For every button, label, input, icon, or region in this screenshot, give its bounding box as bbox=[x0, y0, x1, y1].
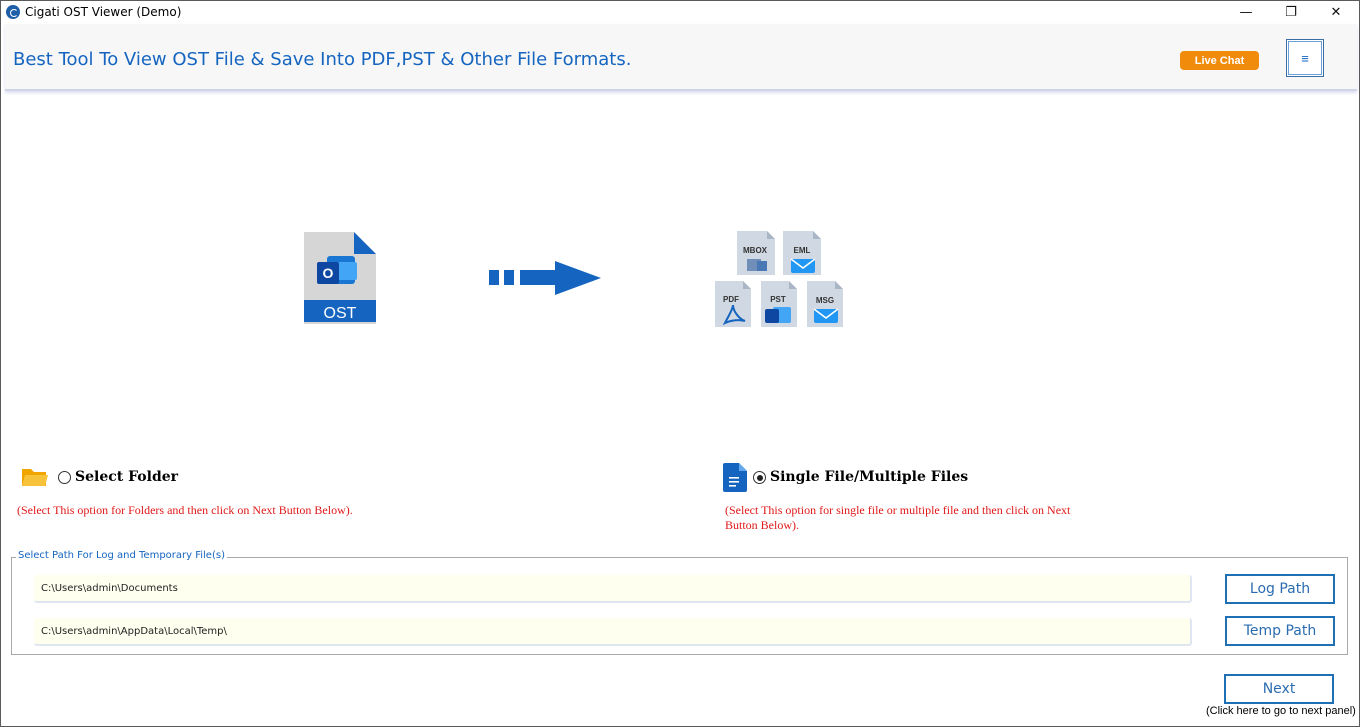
close-button[interactable]: ✕ bbox=[1330, 4, 1342, 20]
log-path-input[interactable]: C:\Users\admin\Documents bbox=[34, 575, 1192, 603]
ost-badge-letter: O bbox=[323, 265, 334, 281]
next-button-hint: (Click here to go to next panel) bbox=[1206, 705, 1356, 717]
banner-title: Best Tool To View OST File & Save Into P… bbox=[13, 49, 632, 70]
eml-label: EML bbox=[794, 246, 811, 255]
eml-file-icon: EML bbox=[783, 231, 821, 275]
folder-icon bbox=[22, 469, 48, 486]
single-multiple-files-radio[interactable] bbox=[753, 471, 766, 484]
maximize-button[interactable]: ❐ bbox=[1285, 4, 1297, 20]
msg-file-icon: MSG bbox=[807, 281, 843, 327]
minimize-button[interactable]: — bbox=[1239, 4, 1253, 20]
temp-path-input[interactable]: C:\Users\admin\AppData\Local\Temp\ bbox=[34, 618, 1192, 646]
path-group-legend: Select Path For Log and Temporary File(s… bbox=[16, 550, 227, 561]
log-path-button[interactable]: Log Path bbox=[1225, 574, 1335, 604]
document-icon bbox=[723, 463, 747, 492]
pst-label: PST bbox=[770, 295, 786, 304]
live-chat-button[interactable]: Live Chat bbox=[1180, 51, 1259, 70]
path-settings-group: Select Path For Log and Temporary File(s… bbox=[11, 550, 1348, 655]
convert-arrow-icon bbox=[489, 261, 601, 295]
mbox-file-icon: MBOX bbox=[737, 231, 775, 275]
msg-label: MSG bbox=[816, 296, 834, 305]
single-multiple-files-hint: (Select This option for single file or m… bbox=[725, 503, 1071, 532]
menu-button[interactable]: ≡ bbox=[1286, 39, 1324, 77]
header-banner: Best Tool To View OST File & Save Into P… bbox=[5, 24, 1357, 91]
temp-path-button[interactable]: Temp Path bbox=[1225, 616, 1335, 646]
mbox-label: MBOX bbox=[743, 246, 768, 255]
single-multiple-files-label[interactable]: Single File/Multiple Files bbox=[770, 469, 969, 485]
title-bar[interactable]: Cigati OST Viewer (Demo) — ❐ ✕ bbox=[1, 1, 1359, 23]
pst-file-icon: PST bbox=[761, 281, 797, 327]
output-formats-illustration: MBOX EML PDF PST MSG bbox=[715, 231, 843, 327]
select-folder-radio[interactable] bbox=[58, 471, 71, 484]
pdf-file-icon: PDF bbox=[715, 281, 751, 327]
select-folder-hint: (Select This option for Folders and then… bbox=[17, 503, 353, 517]
hamburger-menu-icon: ≡ bbox=[1288, 41, 1322, 75]
app-logo-icon bbox=[6, 5, 20, 19]
ost-label: OST bbox=[324, 305, 357, 322]
ost-file-icon: O OST bbox=[304, 232, 376, 324]
window-title: Cigati OST Viewer (Demo) bbox=[25, 5, 182, 19]
next-button[interactable]: Next bbox=[1224, 674, 1334, 704]
pdf-label: PDF bbox=[723, 295, 739, 304]
select-folder-label[interactable]: Select Folder bbox=[75, 469, 179, 485]
